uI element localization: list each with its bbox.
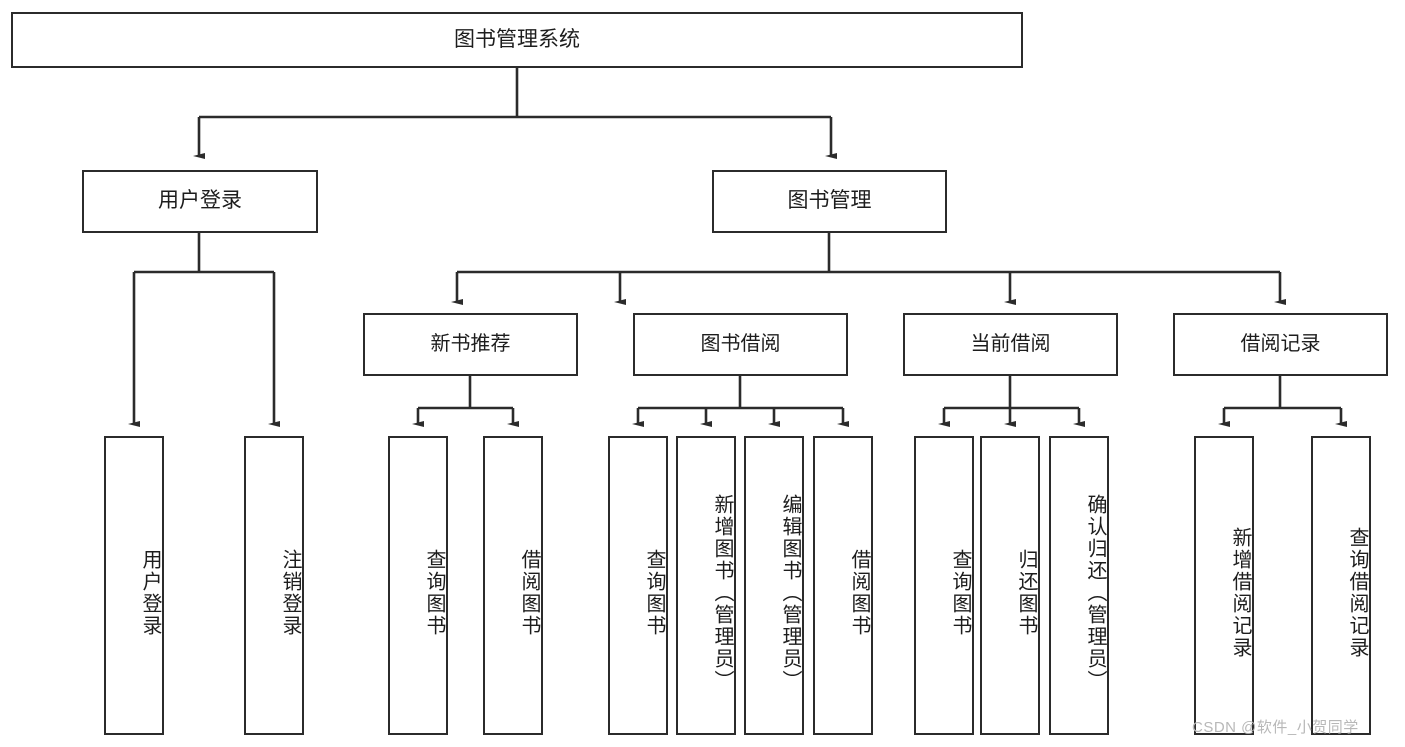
node-leaf-query-book-1[interactable]: 查询图书	[388, 436, 448, 735]
node-label: 当前借阅	[970, 333, 1051, 355]
csdn-watermark: CSDN @软件_小贺同学	[1192, 719, 1359, 736]
node-current-borrow[interactable]: 当前借阅	[903, 313, 1118, 376]
node-leaf-edit-book-admin[interactable]: 编辑图书（管理员）	[744, 436, 804, 735]
node-leaf-query-book-2[interactable]: 查询图书	[608, 436, 668, 735]
node-label: 查询图书	[423, 548, 445, 637]
node-leaf-return-book[interactable]: 归还图书	[980, 436, 1040, 735]
node-leaf-add-borrow-record[interactable]: 新增借阅记录	[1194, 436, 1254, 735]
node-label: 新增借阅记录	[1229, 526, 1251, 659]
node-label: 图书借阅	[700, 333, 781, 355]
node-borrow-record[interactable]: 借阅记录	[1173, 313, 1388, 376]
node-leaf-query-book-3[interactable]: 查询图书	[914, 436, 974, 735]
node-new-book-recommend[interactable]: 新书推荐	[363, 313, 578, 376]
node-leaf-logout-login[interactable]: 注销登录	[244, 436, 304, 735]
node-label: 用户登录	[139, 548, 161, 637]
node-label: 确认归还（管理员）	[1084, 493, 1106, 692]
node-label: 新增图书（管理员）	[711, 493, 733, 692]
node-label: 查询图书	[949, 548, 971, 637]
node-root-book-management-system[interactable]: 图书管理系统	[11, 12, 1023, 68]
node-label: 借阅记录	[1240, 333, 1321, 355]
node-user-login[interactable]: 用户登录	[82, 170, 318, 233]
node-label: 编辑图书（管理员）	[779, 493, 801, 692]
node-book-borrow[interactable]: 图书借阅	[633, 313, 848, 376]
node-label: 查询图书	[643, 548, 665, 637]
node-leaf-borrow-book-1[interactable]: 借阅图书	[483, 436, 543, 735]
node-label: 图书管理	[787, 189, 872, 213]
node-label: 归还图书	[1015, 548, 1037, 637]
node-book-management[interactable]: 图书管理	[712, 170, 947, 233]
node-label: 新书推荐	[430, 333, 511, 355]
node-leaf-confirm-return-admin[interactable]: 确认归还（管理员）	[1049, 436, 1109, 735]
node-leaf-query-borrow-record[interactable]: 查询借阅记录	[1311, 436, 1371, 735]
node-leaf-borrow-book-2[interactable]: 借阅图书	[813, 436, 873, 735]
node-label: 注销登录	[279, 548, 301, 637]
node-label: 图书管理系统	[454, 27, 580, 51]
node-leaf-add-book-admin[interactable]: 新增图书（管理员）	[676, 436, 736, 735]
node-label: 用户登录	[158, 189, 242, 213]
node-label: 借阅图书	[848, 548, 870, 637]
node-label: 借阅图书	[518, 548, 540, 637]
node-label: 查询借阅记录	[1346, 526, 1368, 659]
node-leaf-user-login[interactable]: 用户登录	[104, 436, 164, 735]
